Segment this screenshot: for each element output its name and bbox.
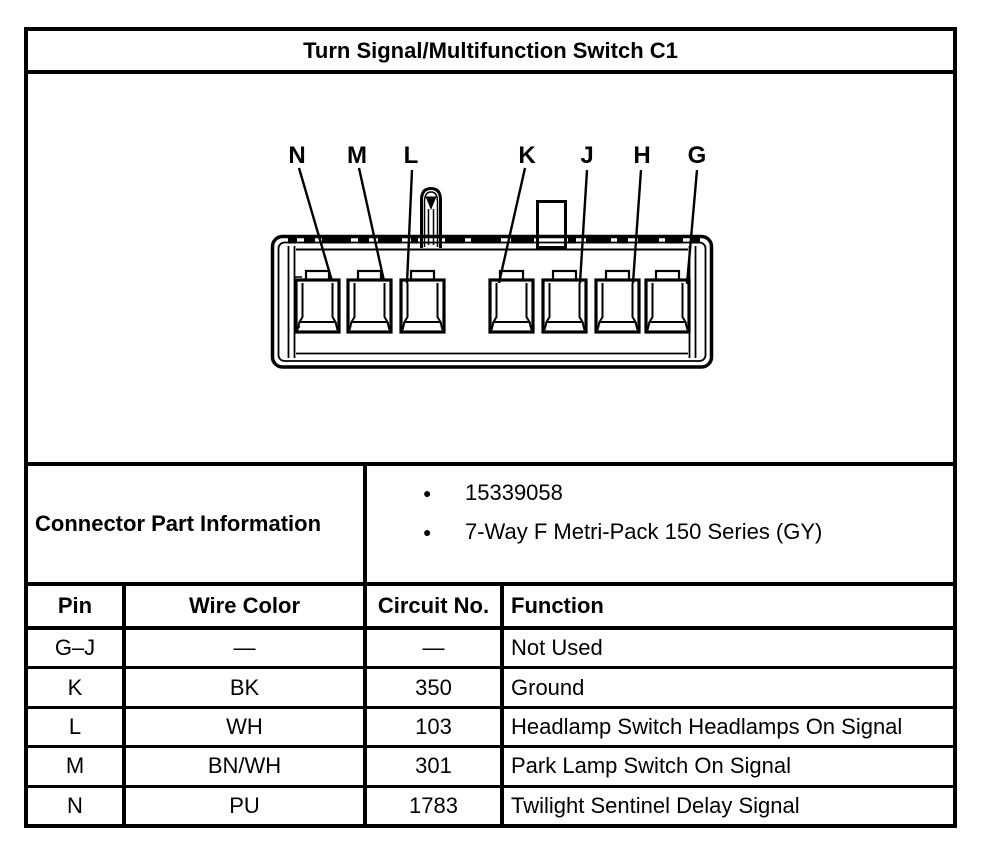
cell-pin: K <box>28 669 126 706</box>
cell-wire-color: WH <box>126 708 367 746</box>
pin-cavity-K <box>488 269 535 334</box>
cell-pin: N <box>28 787 126 825</box>
cell-wire-color: BK <box>126 669 367 706</box>
pin-label-J: J <box>580 142 593 169</box>
cell-wire-color: PU <box>126 787 367 825</box>
pin-cavity-L <box>399 269 446 334</box>
table-row: G–J — — Not Used <box>28 630 953 670</box>
connector-diagram-area: N M L K J H G <box>28 74 953 462</box>
cell-circuit-no: 1783 <box>367 787 504 825</box>
cell-circuit-no: 301 <box>367 748 504 785</box>
list-item: ● 7-Way F Metri-Pack 150 Series (GY) <box>367 512 953 551</box>
pin-label-K: K <box>518 142 536 169</box>
cell-circuit-no: 350 <box>367 669 504 706</box>
header-wire-color: Wire Color <box>126 586 367 626</box>
bullet-icon: ● <box>423 523 432 540</box>
leader-line-K <box>497 167 527 284</box>
pin-cavities <box>294 269 691 334</box>
header-pin: Pin <box>28 586 126 626</box>
cell-function: Park Lamp Switch On Signal <box>511 753 792 779</box>
pin-cavity-J <box>541 269 588 334</box>
connector-body <box>270 234 714 369</box>
pin-cavity-M <box>346 269 393 334</box>
cell-pin: M <box>28 748 126 785</box>
leader-lines <box>297 167 699 285</box>
list-item: ● 15339058 <box>367 473 953 512</box>
cell-function: Ground <box>511 674 585 700</box>
pin-cavity-N <box>294 269 341 334</box>
part-number: 15339058 <box>465 479 563 505</box>
cell-function: Twilight Sentinel Delay Signal <box>511 792 800 818</box>
table-row: M BN/WH 301 Park Lamp Switch On Signal <box>28 748 953 788</box>
leader-line-J <box>578 169 589 284</box>
pin-label-L: L <box>404 142 419 169</box>
cell-pin: G–J <box>28 630 126 667</box>
header-circuit-no: Circuit No. <box>367 586 504 626</box>
table-row: N PU 1783 Twilight Sentinel Delay Signal <box>28 787 953 825</box>
pin-label-N: N <box>288 142 305 169</box>
leader-line-N <box>297 167 334 282</box>
alignment-tab <box>536 200 567 249</box>
pin-label-M: M <box>347 142 367 169</box>
pinout-table: Pin Wire Color Circuit No. Function G–J … <box>28 582 953 825</box>
cell-pin: L <box>28 708 126 746</box>
pin-cavity-H <box>594 269 641 334</box>
connector-info-table: Turn Signal/Multifunction Switch C1 N M … <box>24 27 957 828</box>
pin-label-G: G <box>688 142 707 169</box>
cell-function: Not Used <box>511 635 603 661</box>
part-description: 7-Way F Metri-Pack 150 Series (GY) <box>465 518 823 544</box>
cell-function: Headlamp Switch Headlamps On Signal <box>511 714 903 740</box>
cell-circuit-no: — <box>367 630 504 667</box>
pin-cavity-G <box>644 269 691 334</box>
page-title: Turn Signal/Multifunction Switch C1 <box>28 31 953 74</box>
cell-wire-color: BN/WH <box>126 748 367 785</box>
table-row: L WH 103 Headlamp Switch Headlamps On Si… <box>28 708 953 749</box>
cell-circuit-no: 103 <box>367 708 504 746</box>
leader-line-L <box>405 169 414 284</box>
connector-part-info-row: Connector Part Information ● 15339058 ● … <box>28 462 953 582</box>
header-function: Function <box>511 593 604 618</box>
leader-line-M <box>357 167 386 282</box>
connector-part-info-list: ● 15339058 ● 7-Way F Metri-Pack 150 Seri… <box>367 466 953 582</box>
latch-icon <box>420 186 442 248</box>
leader-line-H <box>631 169 643 284</box>
table-header-row: Pin Wire Color Circuit No. Function <box>28 586 953 630</box>
cell-wire-color: — <box>126 630 367 667</box>
pin-labels: N M L K J H G <box>288 142 706 169</box>
table-row: K BK 350 Ground <box>28 669 953 709</box>
pin-label-H: H <box>633 142 650 169</box>
connector-part-info-label: Connector Part Information <box>28 466 367 582</box>
bullet-icon: ● <box>423 484 432 501</box>
